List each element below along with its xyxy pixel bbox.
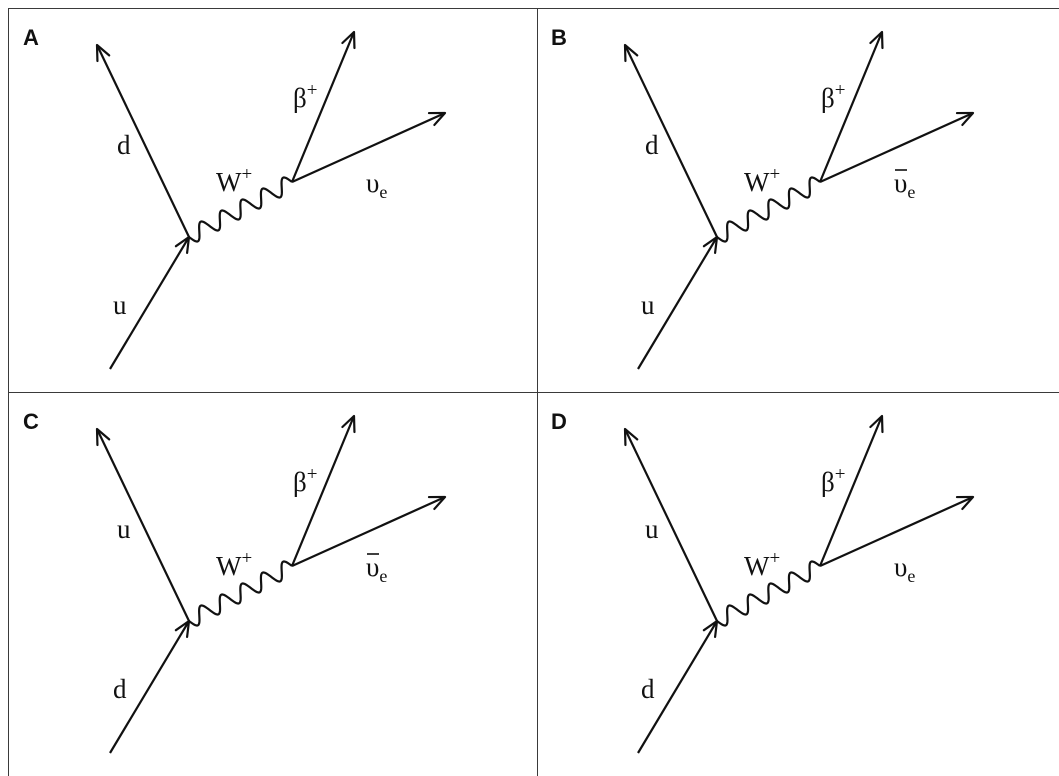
positron-line (290, 31, 356, 183)
neutrino-label: υe (894, 168, 915, 202)
w-boson-propagator (188, 176, 293, 243)
outgoing-quark-line (624, 428, 718, 622)
outgoing-quark-label: d (645, 130, 659, 160)
positron-line (290, 415, 356, 567)
outgoing-quark-label: u (117, 514, 131, 544)
outgoing-quark-line-arrowhead (95, 427, 111, 447)
panel-label: A (23, 25, 39, 50)
neutrino-label: υe (894, 552, 915, 586)
w-boson-label: W+ (216, 164, 252, 197)
incoming-quark-label: u (641, 290, 655, 320)
grid-divider-horizontal (8, 392, 1059, 393)
panel-label: D (551, 409, 567, 434)
neutrino-line-arrowhead (955, 111, 975, 127)
outgoing-quark-line (624, 44, 718, 238)
panel-label: C (23, 409, 39, 434)
w-boson-propagator (188, 560, 293, 627)
panel-label: B (551, 25, 567, 50)
positron-line (818, 415, 884, 567)
positron-label: β+ (821, 464, 845, 497)
incoming-quark-label: d (641, 674, 655, 704)
neutrino-line (819, 495, 974, 568)
positron-label: β+ (821, 80, 845, 113)
positron-line-arrowhead (869, 30, 884, 50)
positron-label: β+ (293, 464, 317, 497)
w-boson-propagator (716, 560, 821, 627)
incoming-quark-line (637, 236, 718, 370)
neutrino-line-arrowhead (427, 111, 447, 127)
incoming-quark-line (637, 620, 718, 754)
neutrino-line-arrowhead (427, 495, 447, 511)
neutrino-line-arrowhead (955, 495, 975, 511)
incoming-quark-line-arrowhead (702, 619, 719, 638)
incoming-quark-label: d (113, 674, 127, 704)
neutrino-label: υe (366, 168, 387, 202)
neutrino-line (291, 111, 446, 184)
outgoing-quark-label: u (645, 514, 659, 544)
w-boson-propagator (716, 176, 821, 243)
positron-line-arrowhead (341, 414, 356, 434)
outgoing-quark-line (96, 44, 190, 238)
neutrino-line (291, 495, 446, 568)
positron-line (818, 31, 884, 183)
incoming-quark-line-arrowhead (174, 619, 191, 638)
positron-line-arrowhead (869, 414, 884, 434)
outgoing-quark-line-arrowhead (623, 427, 639, 447)
w-boson-label: W+ (744, 548, 780, 581)
outgoing-quark-line-arrowhead (623, 43, 639, 63)
incoming-quark-label: u (113, 290, 127, 320)
w-boson-label: W+ (216, 548, 252, 581)
neutrino-line (819, 111, 974, 184)
incoming-quark-line-arrowhead (702, 235, 719, 254)
neutrino-label: υe (366, 552, 387, 586)
w-boson-label: W+ (744, 164, 780, 197)
incoming-quark-line (109, 236, 190, 370)
positron-line-arrowhead (341, 30, 356, 50)
incoming-quark-line (109, 620, 190, 754)
incoming-quark-line-arrowhead (174, 235, 191, 254)
positron-label: β+ (293, 80, 317, 113)
outgoing-quark-line-arrowhead (95, 43, 111, 63)
outgoing-quark-line (96, 428, 190, 622)
outgoing-quark-label: d (117, 130, 131, 160)
